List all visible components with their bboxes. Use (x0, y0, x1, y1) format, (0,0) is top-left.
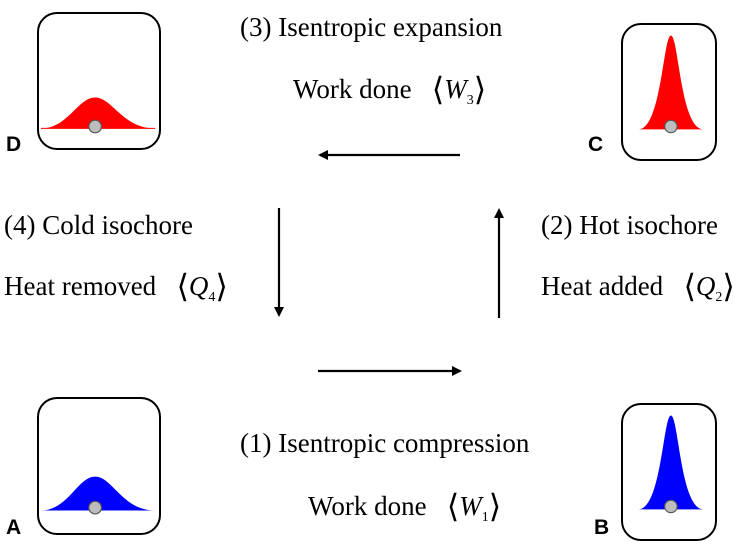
process-4-symbol: Q (188, 271, 209, 301)
process-2-quantity: Heat added (541, 271, 664, 301)
process-1-quantity: Work done (308, 491, 427, 521)
state-b-label: B (594, 516, 610, 539)
process-2-title: (2) Hot isochore (541, 210, 718, 240)
process-2-subscript: 2 (715, 290, 723, 305)
process-2-symbol: Q (695, 271, 716, 301)
particle-icon (88, 500, 102, 515)
close-bracket: ⟩ (215, 268, 228, 304)
state-c-label: C (588, 133, 604, 156)
process-4-quantity-row: Heat removed ⟨Q4⟩ (4, 265, 228, 305)
particle-icon (664, 119, 678, 134)
process-1-subscript: 1 (481, 510, 489, 525)
process-3-title: (3) Isentropic expansion (240, 12, 503, 42)
open-bracket: ⟨ (446, 488, 460, 524)
particle-icon (88, 119, 102, 134)
close-bracket: ⟩ (722, 268, 735, 304)
process-4-title: (4) Cold isochore (4, 210, 193, 240)
state-a-label: A (6, 516, 22, 539)
process-3-subscript: 3 (466, 93, 474, 108)
process-1-quantity-row: Work done ⟨W1⟩ (308, 485, 502, 525)
process-3-quantity: Work done (293, 74, 412, 104)
state-d-label: D (6, 133, 22, 156)
state-b-distribution (638, 415, 704, 514)
state-a-box (37, 397, 161, 535)
state-b-box (621, 403, 717, 541)
state-d-distribution (40, 97, 156, 134)
open-bracket: ⟨ (683, 268, 696, 304)
state-c-distribution (638, 35, 704, 134)
close-bracket: ⟩ (473, 71, 487, 107)
process-1-title: (1) Isentropic compression (240, 428, 530, 458)
process-4-quantity: Heat removed (4, 271, 157, 301)
state-d-box (37, 12, 161, 150)
state-c-box (621, 23, 717, 161)
open-bracket: ⟨ (431, 71, 445, 107)
process-4-subscript: 4 (208, 290, 216, 305)
process-3-symbol: W (444, 74, 467, 104)
open-bracket: ⟨ (176, 268, 189, 304)
process-3-quantity-row: Work done ⟨W3⟩ (293, 68, 487, 108)
particle-icon (664, 499, 678, 514)
close-bracket: ⟩ (488, 488, 502, 524)
state-a-distribution (40, 476, 156, 515)
process-1-symbol: W (459, 491, 482, 521)
process-2-quantity-row: Heat added ⟨Q2⟩ (541, 265, 735, 305)
